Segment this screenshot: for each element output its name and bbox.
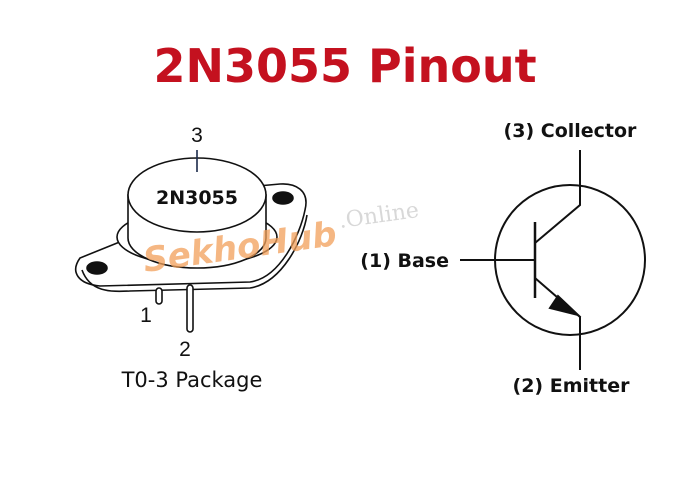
collector-lead — [534, 150, 581, 244]
page-title: 2N3055 Pinout — [153, 39, 536, 93]
watermark-suffix: .Online — [337, 198, 420, 234]
package-caption: T0-3 Package — [121, 368, 263, 392]
flange-edge — [81, 214, 308, 293]
base-label: (1) Base — [360, 250, 449, 272]
emitter-label: (2) Emitter — [513, 375, 631, 397]
emitter-arrow-icon — [548, 294, 582, 317]
mounting-hole-right — [272, 191, 294, 205]
mounting-hole-left — [86, 261, 108, 275]
pin-2 — [186, 284, 194, 333]
pin-label-1: 1 — [140, 304, 152, 327]
to3-package-drawing — [75, 157, 308, 333]
pin-1 — [155, 287, 163, 305]
pin-label-2: 2 — [179, 338, 191, 361]
npn-transistor-symbol — [460, 150, 646, 370]
part-marking: 2N3055 — [156, 187, 238, 209]
pin-label-3: 3 — [191, 124, 203, 147]
collector-label: (3) Collector — [504, 120, 638, 142]
emitter-lead — [534, 277, 581, 370]
